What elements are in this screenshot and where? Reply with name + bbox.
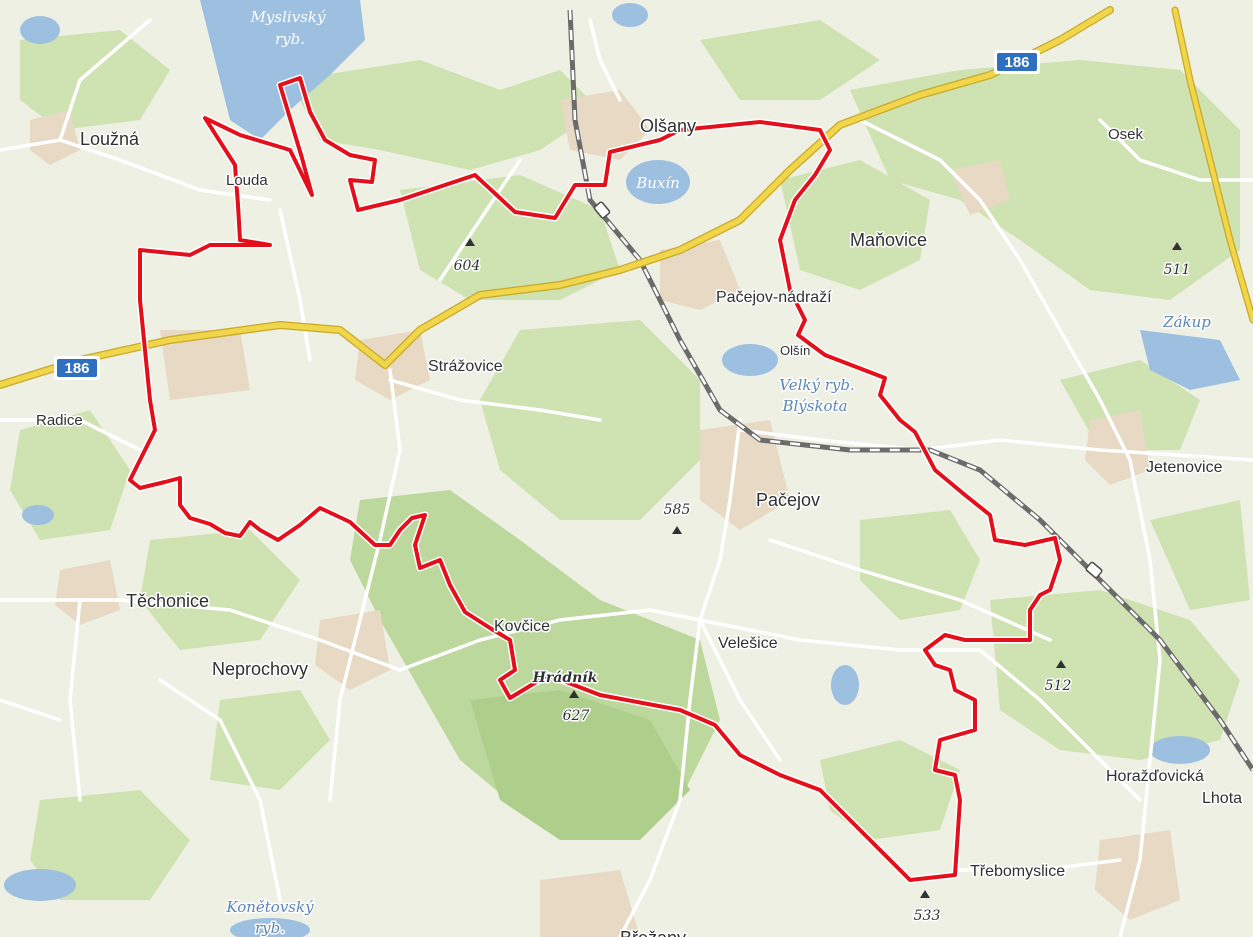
main-road-186 xyxy=(0,6,1253,389)
town-label: Olšín xyxy=(780,343,810,358)
town-label: Velešice xyxy=(718,635,778,652)
urban-areas xyxy=(30,90,1180,937)
train-station-icon xyxy=(1085,561,1103,579)
peak-triangle-icon xyxy=(569,690,579,698)
water-label: Velký ryb. xyxy=(779,376,854,394)
water-labels: Myslivský ryb. Buxín Velký ryb. Blýskota… xyxy=(224,8,1213,937)
lake-velky xyxy=(722,344,778,376)
peak-label: 604 xyxy=(454,258,481,274)
peaks: 604 511 585 Hrádník 627 512 533 xyxy=(452,238,1192,926)
station-markers xyxy=(593,201,1103,579)
town-label: Louda xyxy=(226,172,268,189)
town-label: Horažďovická xyxy=(1106,768,1204,785)
peak-triangle-icon xyxy=(465,238,475,246)
town-label: Strážovice xyxy=(428,358,503,375)
water-label: Blýskota xyxy=(781,397,847,415)
peak-label: 533 xyxy=(914,908,941,924)
water-label: Konětovský xyxy=(225,898,314,916)
lake-myslivsky xyxy=(200,0,365,140)
town-label: Olšany xyxy=(640,116,696,136)
water-bodies xyxy=(4,0,1240,937)
water-label: ryb. xyxy=(255,919,285,937)
town-label: Maňovice xyxy=(850,230,927,250)
water-label: Zákup xyxy=(1162,313,1211,331)
town-labels: Loužná Louda Olšany Osek Maňovice Pačejo… xyxy=(35,115,1244,937)
town-label: Břežany xyxy=(620,928,686,937)
peak-triangle-icon xyxy=(672,526,682,534)
railway xyxy=(567,9,1253,772)
town-label: Jetenovice xyxy=(1146,459,1223,476)
peak-label: 511 xyxy=(1164,262,1191,278)
town-label: Neprochovy xyxy=(212,659,308,679)
water-label: Buxín xyxy=(635,174,680,192)
water-label: Myslivský xyxy=(250,8,326,26)
minor-roads xyxy=(0,18,1253,937)
shield-label: 186 xyxy=(1004,54,1029,71)
lake-zakup xyxy=(1140,330,1240,390)
water-label: ryb. xyxy=(275,30,305,48)
train-station-icon xyxy=(593,201,611,219)
town-label: Radice xyxy=(36,412,83,429)
town-label: Třebomyslice xyxy=(970,863,1065,880)
peak-triangle-icon xyxy=(1056,660,1066,668)
peak-triangle-icon xyxy=(1172,242,1182,250)
hiking-route[interactable] xyxy=(126,74,1064,884)
shield-label: 186 xyxy=(64,360,89,377)
peak-label: Hrádník xyxy=(532,670,598,686)
town-label: Kovčice xyxy=(494,618,550,635)
lake-buxin xyxy=(626,160,690,204)
peak-label: 512 xyxy=(1045,678,1072,694)
town-label: Lhota xyxy=(1202,790,1242,807)
road-shield-ne: 186 xyxy=(994,50,1040,74)
town-label: Loužná xyxy=(80,129,140,149)
town-label: Pačejov xyxy=(756,490,820,510)
peak-triangle-icon xyxy=(920,890,930,898)
town-label: Těchonice xyxy=(126,591,209,611)
town-label: Pačejov-nádraží xyxy=(716,289,832,306)
peak-label: 627 xyxy=(563,708,590,724)
town-label: Osek xyxy=(1108,126,1144,143)
peak-label: 585 xyxy=(664,502,691,518)
road-shield-w: 186 xyxy=(54,356,100,380)
